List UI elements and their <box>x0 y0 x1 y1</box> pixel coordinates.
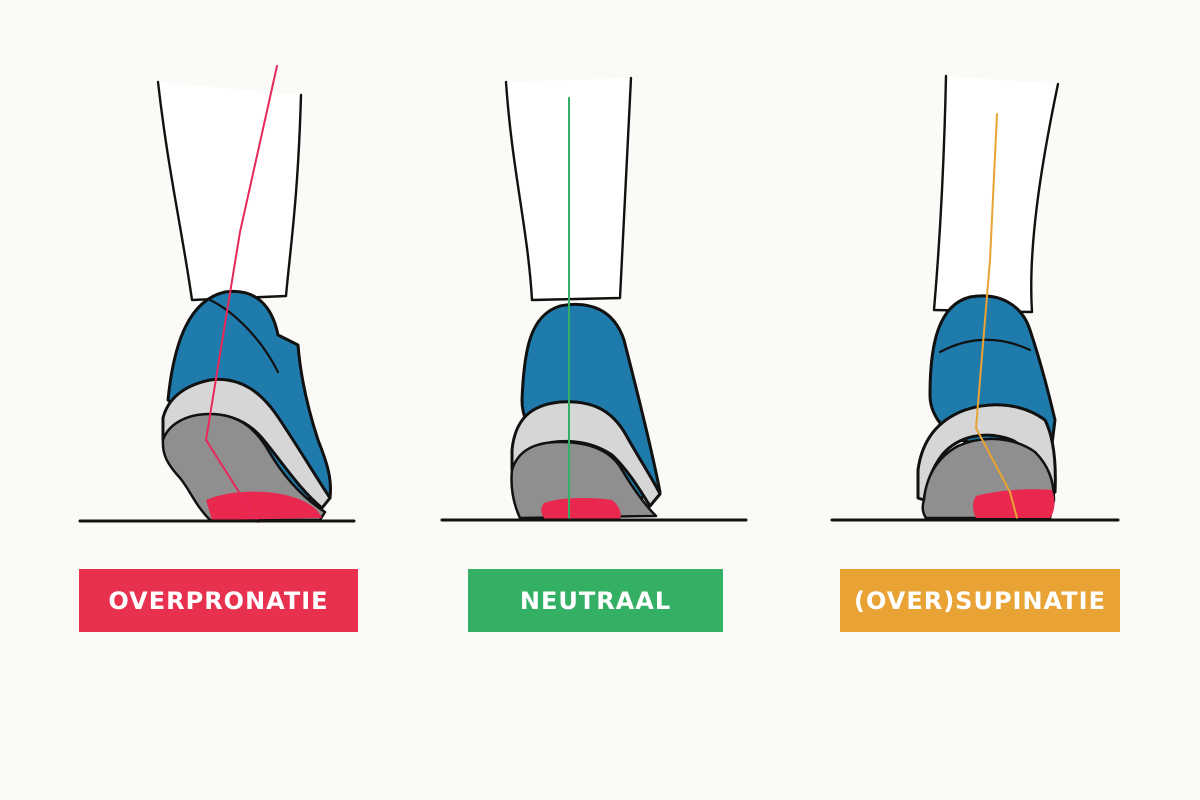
panel-supination <box>830 74 1120 522</box>
shoe-seam-supination <box>938 338 1032 354</box>
leg-overpronation <box>156 80 303 302</box>
label-overpronation: OVERPRONATIE <box>79 569 358 632</box>
contact-zone-overpronation <box>206 491 322 520</box>
axis-line-overpronation <box>205 65 278 523</box>
label-supination: (OVER)SUPINATIE <box>840 569 1120 632</box>
axis-line-supination <box>975 113 1018 519</box>
panel-overpronation <box>78 65 356 523</box>
outsole-neutral <box>510 440 658 520</box>
label-neutral: NEUTRAAL <box>468 569 723 632</box>
leg-supination <box>932 74 1060 314</box>
panel-neutral <box>440 76 748 522</box>
shoe-seam-overpronation <box>208 298 280 374</box>
contact-zone-neutral <box>541 498 621 520</box>
